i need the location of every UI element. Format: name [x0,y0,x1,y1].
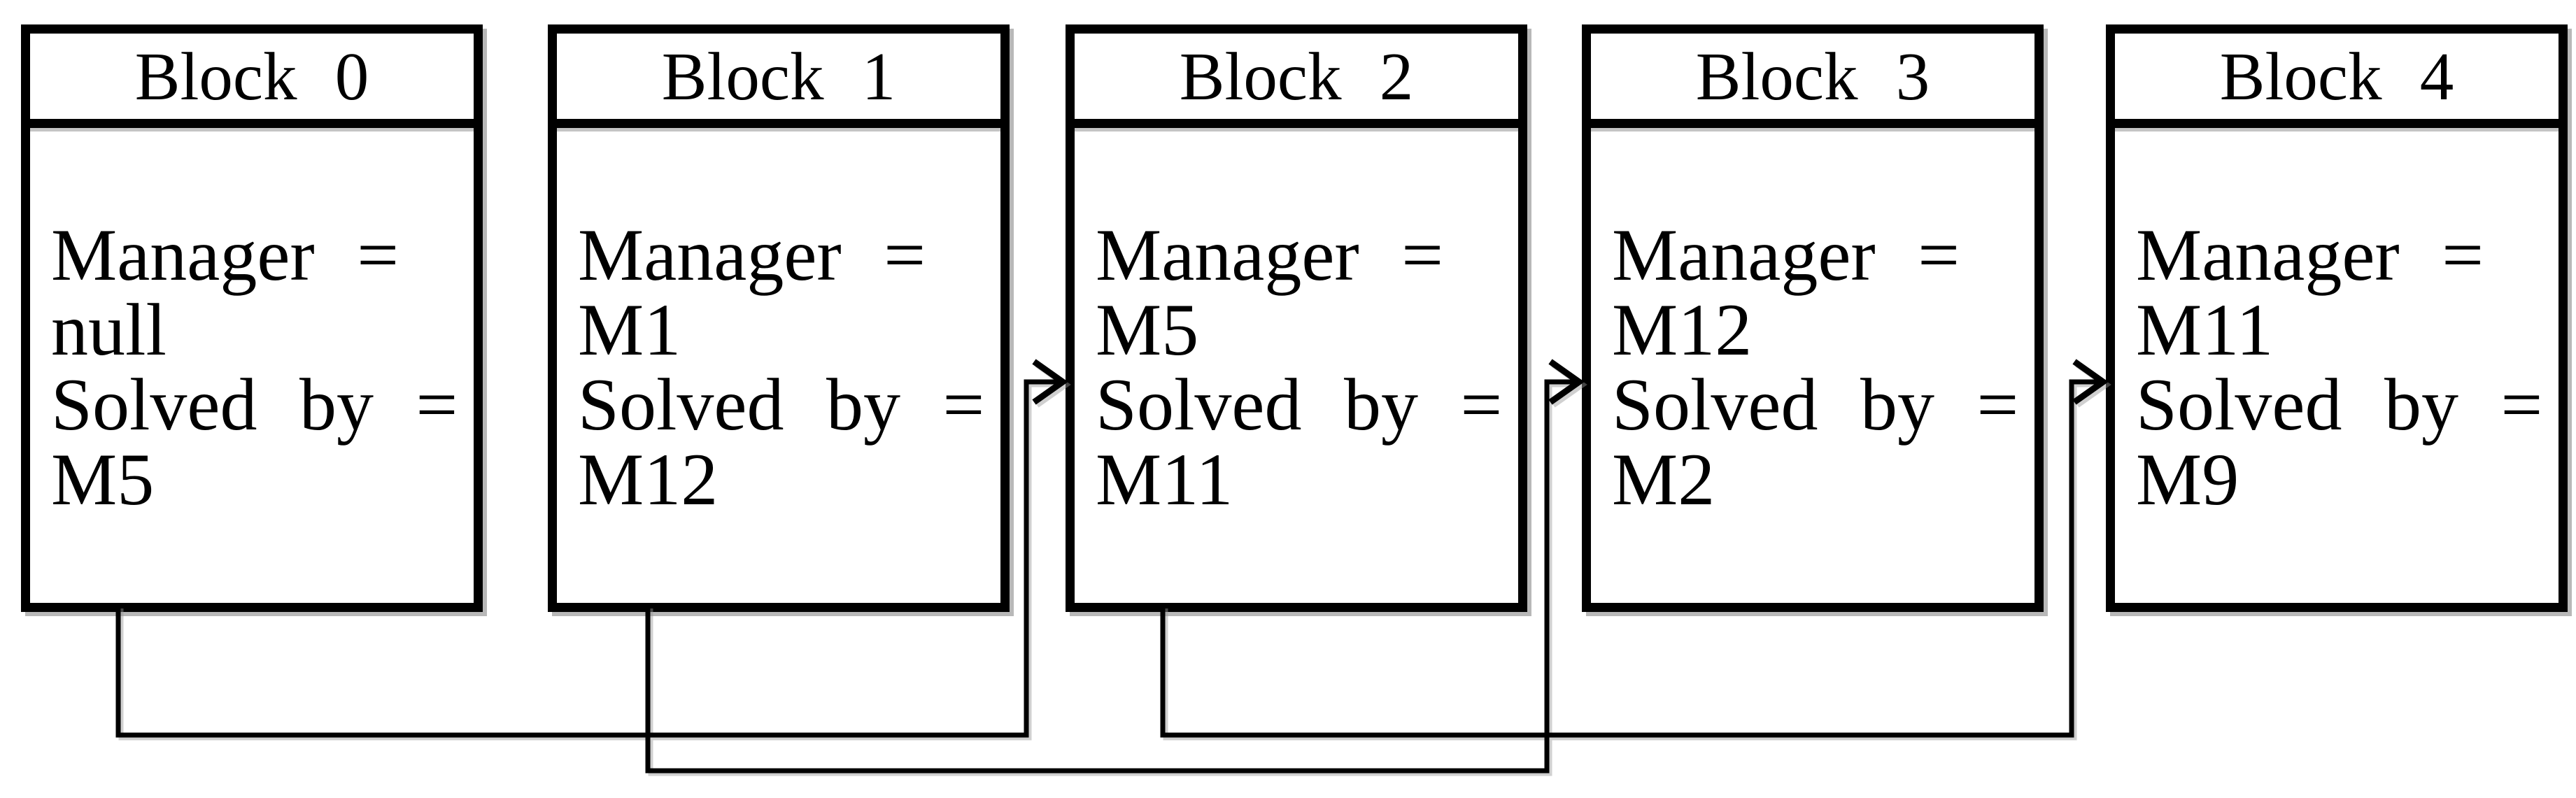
block-3-title: Block 3 [1591,34,2034,128]
block-4: Block 4 Manager = M11 Solved by = M9 [2106,24,2568,612]
block-1-body: Manager = M1 Solved by = M12 [557,128,1000,517]
block-field-line: Solved by = [1612,364,2019,446]
connector-block0-to-block2-arrowhead [1032,359,1068,405]
connector-block2-to-block4-arrowhead [2072,359,2109,405]
block-0-title: Block 0 [30,34,474,128]
block-field-line: Manager = [1612,214,1960,296]
block-1: Block 1 Manager = M1 Solved by = M12 [548,24,1010,612]
block-field-line: M2 [1612,439,1715,520]
block-field-line: M9 [2136,439,2239,520]
block-3-body: Manager = M12 Solved by = M2 [1591,128,2034,517]
block-3: Block 3 Manager = M12 Solved by = M2 [1582,24,2044,612]
block-field-line: Manager = [2136,214,2484,296]
block-field-line: M12 [578,439,719,520]
block-4-title: Block 4 [2115,34,2559,128]
block-field-line: Manager = [578,214,926,296]
block-2-body: Manager = M5 Solved by = M11 [1075,128,1518,517]
block-field-line: M5 [1096,289,1199,371]
block-field-line: M11 [1096,439,1233,520]
block-field-line: M12 [1612,289,1753,371]
block-field-line: Manager = [51,214,399,296]
block-field-line: M11 [2136,289,2274,371]
block-field-line: M5 [51,439,155,520]
block-0-body: Manager = null Solved by = M5 [30,128,474,517]
block-field-line: Solved by = [1096,364,1503,446]
block-field-line: Solved by = [2136,364,2543,446]
block-4-body: Manager = M11 Solved by = M9 [2115,128,2559,517]
block-field-line: Manager = [1096,214,1443,296]
block-field-line: Solved by = [51,364,458,446]
block-0: Block 0 Manager = null Solved by = M5 [21,24,483,612]
connector-block1-to-block3-arrowhead [1548,359,1585,405]
block-2: Block 2 Manager = M5 Solved by = M11 [1066,24,1527,612]
block-1-title: Block 1 [557,34,1000,128]
block-field-line: M1 [578,289,681,371]
block-2-title: Block 2 [1075,34,1518,128]
block-field-line: Solved by = [578,364,985,446]
block-field-line: null [51,289,167,371]
